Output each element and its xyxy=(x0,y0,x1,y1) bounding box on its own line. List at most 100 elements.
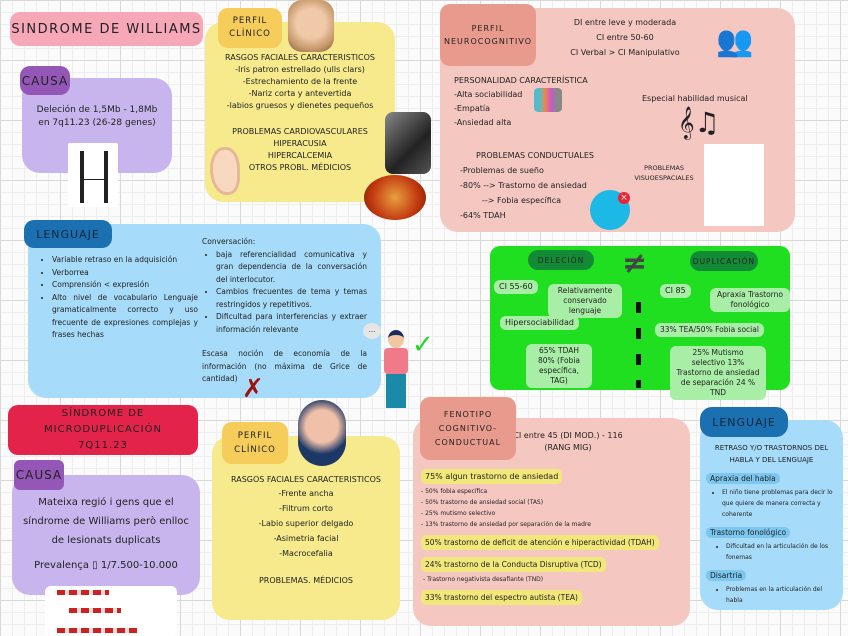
lenguaje-item: Comprensión < expresión xyxy=(52,279,198,292)
people-icon xyxy=(534,88,562,112)
microdup-title: SÍNDROME DE MICRODUPLICACIÓN 7Q11.23 xyxy=(8,405,198,455)
micro-rasgo-item: -Filtrum corto xyxy=(279,504,333,513)
causa-label: CAUSA xyxy=(20,66,70,95)
duplicacion-label: DUPLICACIÓN xyxy=(690,251,758,271)
personalidad-item: -Ansiedad alta xyxy=(454,118,512,127)
fenotipo-highlight: 33% trastorno del espectro autista (TEA) xyxy=(421,590,582,605)
micro-rasgos-heading: RASGOS FACIALES CARACTERISTICOS xyxy=(230,475,381,484)
section-title: Trastorno fonológico xyxy=(706,527,791,538)
not-equal-icon: ≠ xyxy=(622,246,648,281)
micro-lenguaje-label: LENGUAJE xyxy=(700,407,788,437)
conversacion-heading: Conversación: xyxy=(202,237,256,246)
micro-causa-label: CAUSA xyxy=(14,460,64,490)
neurocognitivo-label: PERFIL NEUROCOGNITIVO xyxy=(440,4,536,66)
rasgos-heading: RASGOS FACIALES CARACTERISTICOS xyxy=(224,53,375,62)
rasgo-item: -Estrechamiento de la frente xyxy=(242,77,358,86)
medical-item: OTROS PROBL. MÉDICIOS xyxy=(248,163,352,172)
fenotipo-sub: - 25% mutismo selectivo xyxy=(421,510,496,517)
fenotipo-highlight: 50% trastorno de deficit de atención e h… xyxy=(421,535,659,550)
conversacion-item: Cambios frecuentes de tema y temas restr… xyxy=(216,286,367,311)
musical-text: Especial habilidad musical xyxy=(642,94,748,103)
lenguaje-label: LENGUAJE xyxy=(24,220,112,248)
comparison-box: DELECIÓN DUPLICACIÓN ≠ CI 55-60 Relativa… xyxy=(490,246,790,400)
music-notes-icon: 𝄞♫ xyxy=(678,106,720,139)
section-item: Dificultad en la articulación de los fon… xyxy=(726,541,837,563)
dup-item: 25% Mutismo selectivo 13% Trastorno de a… xyxy=(670,346,766,400)
conductual-item: --> Fobia específica xyxy=(482,196,562,205)
lenguaje-item: Verborrea xyxy=(52,267,198,280)
chromosome-image xyxy=(68,143,118,207)
conductuales: PROBLEMAS CONDUCTUALES -Problemas de sue… xyxy=(460,148,594,223)
close-icon: × xyxy=(618,192,630,204)
delecion-label: DELECIÓN xyxy=(528,250,594,270)
conversation-icon: 👥 xyxy=(716,24,754,59)
fenotipo-sub: - 50% fobia específica xyxy=(421,488,488,495)
lenguaje-box: Variable retraso en la adquisición Verbo… xyxy=(28,224,381,398)
dup-item: Apraxia Trastorno fonológico xyxy=(710,288,790,312)
del-item: 65% TDAH 80% (Fobia específica, TAG) xyxy=(526,344,592,388)
prevalence-text: Prevalença ▯ 1/7.500-10.000 xyxy=(34,560,178,571)
fenotipo-ci: CI entre 45 (DI MOD.) - 116 (RANG MIG) xyxy=(513,431,623,452)
lenguaje-list: Variable retraso en la adquisición Verbo… xyxy=(38,254,198,342)
conductuales-heading: PROBLEMAS CONDUCTUALES xyxy=(476,151,594,160)
del-item: Hipersociabilidad xyxy=(500,316,579,330)
rasgo-item: -labios gruesos y dienetes pequeños xyxy=(226,101,374,110)
rasgo-item: -Iris patron estrellado (ulls clars) xyxy=(235,65,365,74)
section-item: Problemas en la articulación del habla xyxy=(726,584,837,606)
section-title: Apraxia del habla xyxy=(706,473,780,484)
del-item: Relativamente conservado lenguaje xyxy=(548,284,622,318)
section-item: El niño tiene problemas para decir lo qu… xyxy=(722,487,837,520)
child-photo xyxy=(288,0,334,52)
xray-image xyxy=(385,112,431,174)
micro-causa-box: Mateixa regió i gens que el síndrome de … xyxy=(12,475,200,595)
fenotipo-sub: - Trastorno negativista desafiante (TND) xyxy=(423,576,544,583)
ear-icon xyxy=(210,147,240,195)
medical-item: HIPERCALCEMIA xyxy=(267,151,333,160)
lenguaje-item: Variable retraso en la adquisición xyxy=(52,254,198,267)
fenotipo-highlight: 24% trastorno de la Conducta Disruptiva … xyxy=(421,557,606,572)
micro-rasgo-item: -Frente ancha xyxy=(278,489,334,498)
micro-lenguaje-heading: RETRASO Y/O TRASTORNOS DEL HABLA Y DEL L… xyxy=(714,444,829,464)
causa-text: Deleción de 1,5Mb - 1,8Mb en 7q11.23 (26… xyxy=(36,105,158,128)
medical-item: PROBLEMAS CARDIOVASCULARES xyxy=(232,127,368,136)
personalidad-item: -Empatía xyxy=(454,104,490,113)
visuoespaciales-text: PROBLEMAS VISUOESPACIALES xyxy=(634,164,694,182)
personalidad-heading: PERSONALIDAD CARACTERÍSTICA xyxy=(454,76,588,85)
micro-perfil-label: PERFIL CLÍNICO xyxy=(222,422,288,464)
lenguaje-item: Alto nivel de vocabulario Lenguaje grama… xyxy=(52,292,198,342)
ci-line: DI entre leve y moderada xyxy=(573,18,677,27)
micro-rasgo-item: -Labio superior delgado xyxy=(258,519,354,528)
conversacion-item: Dificultad para interferencias y extraer… xyxy=(216,311,367,336)
divider xyxy=(636,302,641,388)
visuospatial-drawing xyxy=(704,144,764,226)
check-icon: ✓ xyxy=(412,330,434,360)
conductual-item: -80% --> Trastorno de ansiedad xyxy=(460,181,587,190)
conversacion-item: baja referencialidad comunicativa y gran… xyxy=(216,249,367,287)
fenotipo-sub: - 13% trastorno de ansiedad por separaci… xyxy=(421,521,591,528)
micro-medical: PROBLEMAS. MÉDICIOS xyxy=(258,576,353,585)
personalidad-item: -Alta sociabilidad xyxy=(454,90,523,99)
micro-rasgo-item: -Macrocefalia xyxy=(279,549,333,558)
duplication-diagram xyxy=(45,586,177,636)
tissue-image xyxy=(364,175,426,220)
conductual-item: -Problemas de sueño xyxy=(460,166,544,175)
section-title: Disartria xyxy=(706,570,747,581)
fenotipo-sub: - 50% trastorno de ansiedad social (TAS) xyxy=(421,499,544,506)
economia-text: Escasa noción de economía de la informac… xyxy=(202,349,367,383)
personalidad: PERSONALIDAD CARACTERÍSTICA -Alta sociab… xyxy=(454,74,588,130)
micro-rasgo-item: -Asimetria facial xyxy=(273,534,339,543)
main-title-box: SINDROME DE WILLIAMS xyxy=(10,12,203,46)
boy-illustration xyxy=(378,330,414,412)
ci-block: DI entre leve y moderada CI entre 50-60 … xyxy=(550,15,700,60)
fenotipo-label: FENOTIPO COGNITIVO-CONDUCTUAL xyxy=(420,397,516,460)
conductual-item: -64% TDAH xyxy=(460,211,506,220)
speech-bubble: ... xyxy=(363,323,381,339)
main-title: SINDROME DE WILLIAMS xyxy=(11,21,202,37)
micro-lenguaje-box: RETRASO Y/O TRASTORNOS DEL HABLA Y DEL L… xyxy=(700,420,843,610)
rasgo-item: -Nariz corta y antevertida xyxy=(248,89,352,98)
adult-photo xyxy=(298,400,346,466)
medical-item: HIPERACUSIA xyxy=(273,139,327,148)
dup-item: 33% TEA/50% Fobia social xyxy=(655,323,764,337)
del-item: CI 55-60 xyxy=(494,280,538,294)
ci-line: CI Verbal > CI Manipulativo xyxy=(570,48,680,57)
